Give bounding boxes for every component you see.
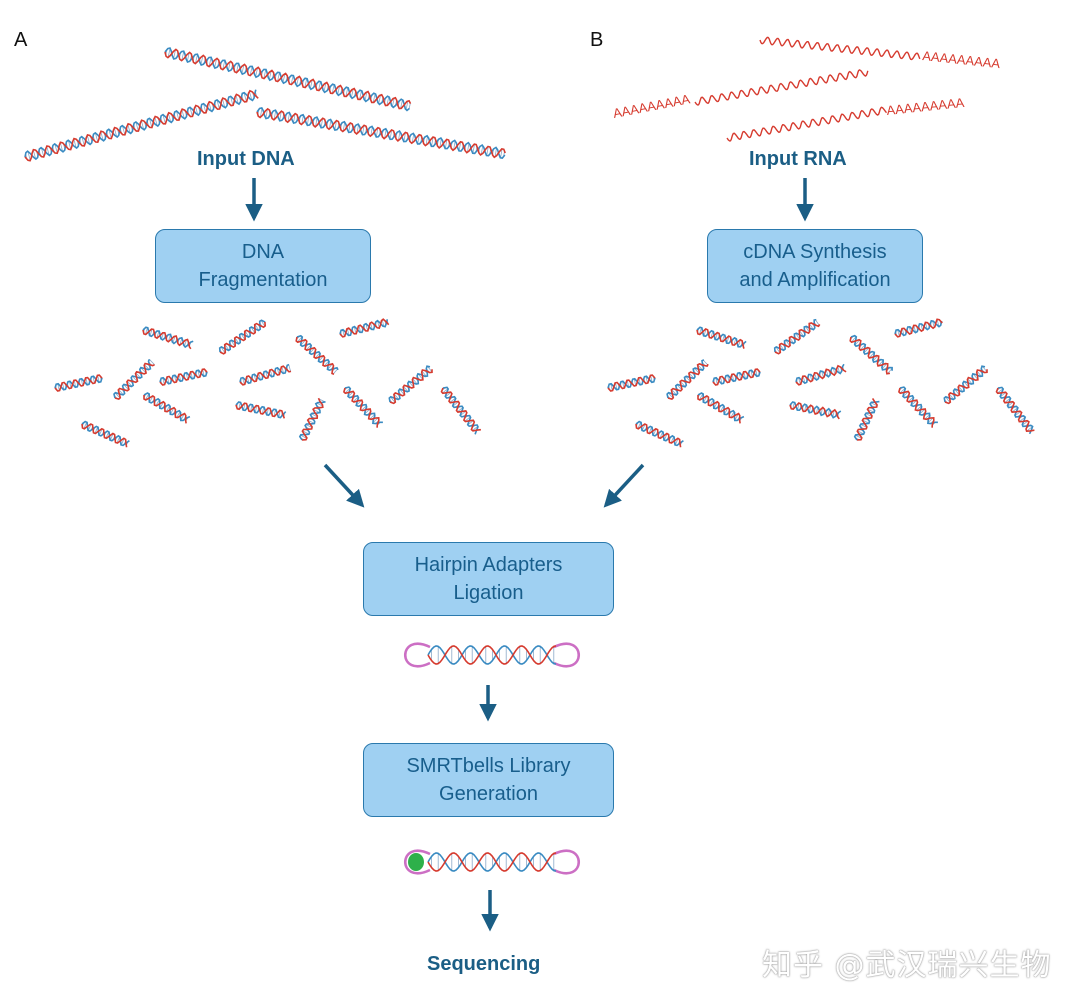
cdna-fragment bbox=[795, 363, 847, 386]
rna-strand bbox=[694, 69, 869, 106]
cdna-fragment bbox=[995, 386, 1035, 435]
hairpin-adapters-line-2: Ligation bbox=[453, 582, 524, 604]
smrtbells-library-line-2: Generation bbox=[439, 783, 538, 805]
polya-tail: AAAAAAAAA bbox=[922, 48, 1002, 71]
cdna-fragment bbox=[696, 326, 747, 349]
dna-fragment bbox=[339, 318, 390, 338]
polya-tail: AAAAAAAAA bbox=[886, 95, 966, 118]
smrtbells-library-line-1: SMRTbells Library bbox=[406, 755, 571, 777]
arrow-cdna-fragments-to-ligation bbox=[603, 463, 645, 508]
dna-fragment bbox=[54, 374, 103, 392]
dna-fragment bbox=[388, 365, 433, 405]
hairpin-loop-right bbox=[553, 849, 581, 875]
input-dna-helix-2 bbox=[24, 89, 259, 162]
polya-tail: AAAAAAAAA bbox=[612, 91, 692, 121]
dna-fragment bbox=[239, 363, 292, 386]
hairpin-loop-left bbox=[403, 849, 431, 875]
adapter-ligated-construct bbox=[403, 642, 581, 668]
dna-fragment bbox=[113, 358, 155, 400]
hairpin-adapters-box: Hairpin Adapters Ligation bbox=[363, 542, 614, 616]
cdna-fragment bbox=[789, 401, 842, 420]
rna-strand-layer: AAAAAAAAA AAAAAAAAA AAAAAAAAA bbox=[612, 36, 1002, 142]
smrtbells-library-box: SMRTbells Library Generation bbox=[363, 743, 614, 817]
panel-b-letter: B bbox=[590, 29, 604, 51]
dna-fragmentation-line-2: Fragmentation bbox=[198, 269, 328, 291]
dna-helix-layer bbox=[24, 47, 1035, 448]
dna-fragment bbox=[143, 392, 191, 424]
dna-fragment bbox=[295, 334, 339, 375]
dna-fragmentation-line-1: DNA bbox=[241, 241, 285, 263]
dna-fragment bbox=[218, 319, 267, 355]
cdna-fragment bbox=[853, 397, 880, 441]
flow-arrows bbox=[245, 178, 814, 932]
smrtbell-library-construct bbox=[403, 849, 581, 875]
hairpin-adapters-line-1: Hairpin Adapters bbox=[414, 554, 563, 576]
cdna-fragment bbox=[666, 359, 709, 400]
dna-fragment bbox=[440, 386, 481, 435]
cdna-fragment bbox=[697, 392, 745, 424]
sequencing-label: Sequencing bbox=[427, 953, 541, 975]
dna-fragment bbox=[343, 386, 383, 428]
cdna-fragment bbox=[894, 318, 943, 338]
rna-strand bbox=[759, 36, 921, 61]
cdna-fragment bbox=[607, 374, 656, 392]
smrtbell-insert-helix bbox=[427, 645, 557, 665]
dna-fragment bbox=[298, 397, 326, 441]
dna-fragment bbox=[142, 326, 194, 350]
dna-fragment bbox=[235, 401, 287, 419]
smrtbell-insert-helix bbox=[427, 852, 557, 872]
cdna-synthesis-line-2: and Amplification bbox=[739, 269, 891, 291]
dna-fragmentation-box: DNA Fragmentation bbox=[155, 229, 371, 303]
rna-strand bbox=[726, 106, 888, 142]
watermark: 知乎 @武汉瑞兴生物 bbox=[762, 948, 1052, 983]
input-dna-label: Input DNA bbox=[197, 148, 295, 170]
smrtbell-constructs bbox=[403, 642, 581, 875]
panel-a-letter: A bbox=[14, 29, 28, 51]
cdna-fragment bbox=[849, 334, 893, 375]
input-rna-label: Input RNA bbox=[749, 148, 847, 170]
input-dna-helix-1 bbox=[164, 47, 412, 112]
input-dna-helix-3 bbox=[256, 106, 506, 159]
cdna-synthesis-line-1: cDNA Synthesis bbox=[743, 241, 887, 263]
polymerase-icon bbox=[408, 853, 424, 871]
hairpin-loop-left bbox=[403, 642, 431, 668]
cdna-fragment bbox=[712, 368, 761, 386]
cdna-fragment bbox=[943, 365, 988, 405]
hairpin-loop-right bbox=[553, 642, 581, 668]
arrow-dna-fragments-to-ligation bbox=[323, 463, 365, 508]
dna-fragment bbox=[159, 368, 208, 386]
cdna-fragment bbox=[635, 420, 684, 448]
dna-fragment bbox=[81, 420, 130, 448]
cdna-fragment bbox=[898, 386, 938, 428]
cdna-synthesis-box: cDNA Synthesis and Amplification bbox=[707, 229, 923, 303]
cdna-fragment bbox=[773, 318, 821, 355]
